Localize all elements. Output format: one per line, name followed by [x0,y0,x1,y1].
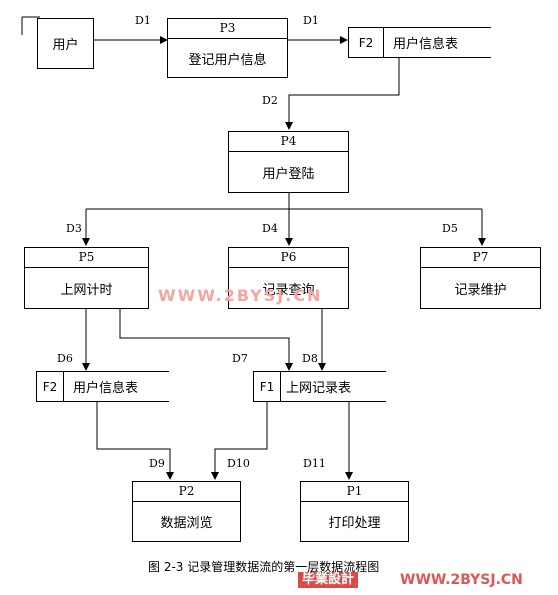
entity-user-box: 用户 [37,18,94,69]
flow-label-d5: D5 [442,222,458,235]
process-p1: P1 打印处理 [300,481,409,542]
process-p4-name: 用户登陆 [262,166,315,182]
watermark-bottom-cn: 毕業設計 [298,572,359,588]
flow-label-d2: D2 [262,94,278,107]
process-p1-name: 打印处理 [328,516,381,531]
flow-label-d1a: D1 [135,14,151,27]
flow-label-d1b: D1 [303,14,319,27]
flow-label-d7: D7 [232,352,248,365]
flow-d7 [119,309,293,371]
process-p4-id: P4 [229,132,348,152]
store-mid-right-id: F1 [254,372,281,401]
process-p4: P4 用户登陆 [228,131,349,193]
entity-user-label: 用户 [52,38,79,53]
process-p5-name: 上网计时 [60,282,113,298]
flow-label-d8: D8 [302,352,318,365]
entity-corner-mark [21,16,40,35]
flow-d10 [211,401,268,480]
process-p5: P5 上网计时 [24,247,149,309]
process-p2-name: 数据浏览 [160,516,213,531]
store-mid-left-name: 用户信息表 [73,381,139,396]
figure-caption: 图 2-3 记录管理数据流的第一层数据流程图 [148,560,380,574]
process-p2: P2 数据浏览 [132,481,241,542]
watermark-center: WWW.2BYSJ.CN [158,286,323,305]
store-mid-left-id: F2 [37,372,64,401]
process-p3-id: P3 [168,19,287,39]
store-mid-right-name: 上网记录表 [286,381,352,396]
process-p7-id: P7 [421,248,540,268]
process-p6: P6 记录查询 [228,247,349,309]
process-p6-name: 记录查询 [262,282,315,298]
flow-d2 [285,58,400,130]
store-top-name: 用户信息表 [393,37,459,52]
process-p5-id: P5 [25,248,148,268]
store-mid-right: F1 上网记录表 [253,371,386,402]
process-p7-name: 记录维护 [454,282,507,298]
store-mid-left: F2 用户信息表 [36,371,169,402]
store-top-id: F2 [349,28,384,57]
flow-label-d11: D11 [303,457,326,470]
process-p6-id: P6 [229,248,348,268]
flow-label-d9: D9 [149,457,165,470]
flow-label-d10: D10 [227,457,250,470]
process-p3: P3 登记用户信息 [167,18,288,78]
process-p2-id: P2 [133,482,240,502]
flow-label-d4: D4 [262,222,278,235]
flow-label-d6: D6 [57,352,73,365]
process-p7: P7 记录维护 [420,247,541,309]
flow-label-d3: D3 [66,222,82,235]
flow-d9 [96,401,174,480]
process-p3-name: 登记用户信息 [188,52,267,68]
store-top: F2 用户信息表 [348,27,491,58]
process-p1-id: P1 [301,482,408,502]
watermark-bottom-url: WWW.2BYSJ.CN [400,572,523,588]
